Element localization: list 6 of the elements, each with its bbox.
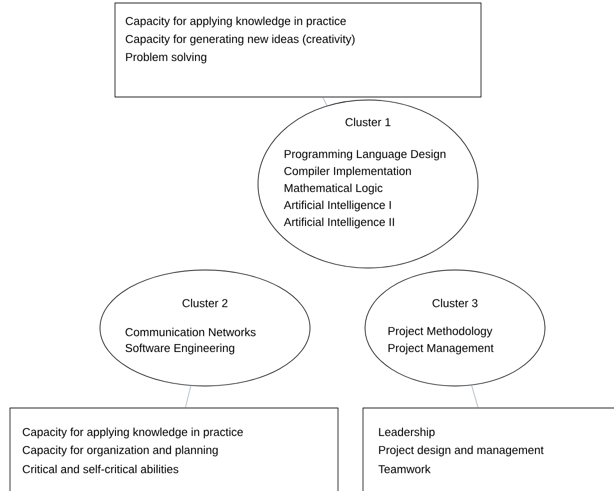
skill-box: Capacity for applying knowledge in practice Capacity for organization and planning Critical and self-critical abilities bbox=[10, 408, 338, 491]
skill-box: Leadership Project design and management Teamwork bbox=[362, 408, 614, 491]
connector-line bbox=[471, 385, 478, 408]
connector-line bbox=[322, 97, 328, 106]
connector-line bbox=[185, 385, 192, 408]
skill-box: Capacity for applying knowledge in practice Capacity for generating new ideas (creativity) Problem solving bbox=[114, 2, 482, 98]
